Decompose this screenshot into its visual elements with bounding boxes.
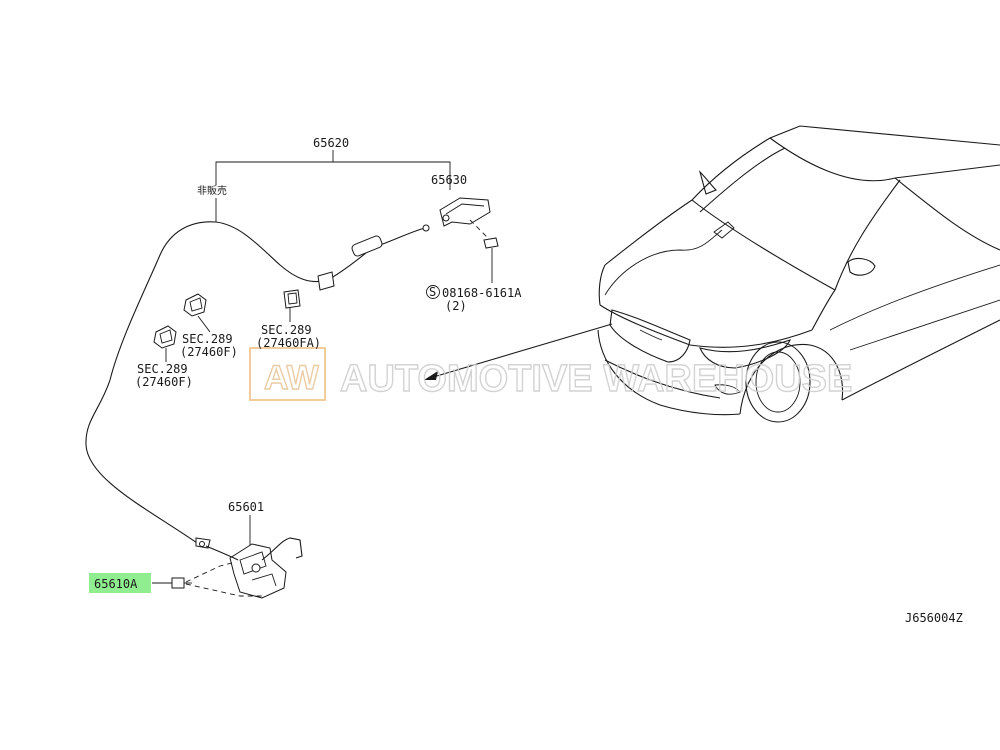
label-sec3-name: SEC.289 bbox=[261, 323, 312, 337]
clip-3 bbox=[283, 289, 301, 322]
label-sec1-code: (27460F) bbox=[180, 345, 238, 359]
svg-text:S: S bbox=[429, 285, 436, 299]
label-sec2-code: (27460F) bbox=[135, 375, 193, 389]
clip-1 bbox=[183, 293, 211, 333]
watermark: AW AUTOMOTIVE WAREHOUSE bbox=[249, 347, 853, 401]
label-bolt-qty: (2) bbox=[445, 299, 467, 313]
label-not-sold: 非販売 bbox=[197, 184, 227, 197]
label-sec3-code: (27460FA) bbox=[256, 336, 321, 350]
label-65601: 65601 bbox=[228, 500, 264, 514]
watermark-text: AUTOMOTIVE WAREHOUSE bbox=[340, 358, 852, 400]
label-65620: 65620 bbox=[313, 136, 349, 150]
diagram-code: J656004Z bbox=[905, 611, 963, 625]
car-illustration bbox=[424, 125, 1000, 423]
cable-bracket bbox=[439, 197, 499, 283]
label-bolt: 08168-6161A bbox=[442, 286, 522, 300]
hood-lock bbox=[152, 515, 303, 599]
watermark-badge: AW bbox=[264, 359, 320, 397]
label-65630: 65630 bbox=[431, 173, 467, 187]
watermark-badge-frame bbox=[249, 347, 326, 401]
cable-assembly bbox=[85, 150, 451, 549]
highlight-65610A bbox=[89, 573, 151, 593]
label-sec2-name: SEC.289 bbox=[137, 362, 188, 376]
clip-2 bbox=[153, 325, 177, 362]
label-65610A: 65610A bbox=[94, 577, 138, 591]
label-sec1-name: SEC.289 bbox=[182, 332, 233, 346]
circled-s-icon bbox=[426, 285, 440, 299]
